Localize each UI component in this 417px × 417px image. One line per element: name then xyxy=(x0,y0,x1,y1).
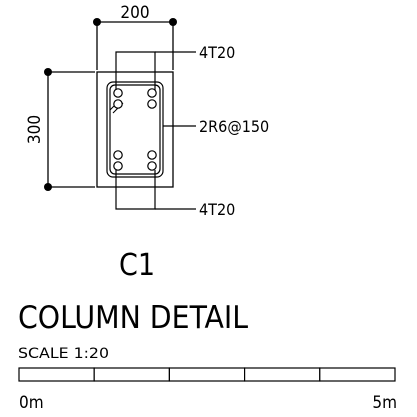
top-bars xyxy=(113,88,157,109)
bottom-reinforcement-leader xyxy=(115,170,196,210)
rebar xyxy=(147,99,157,109)
scale-note: SCALE 1:20 xyxy=(18,346,109,362)
scale-bar-segment xyxy=(244,367,321,382)
column-outline xyxy=(96,71,174,188)
drawing-title: COLUMN DETAIL xyxy=(18,300,248,336)
height-dimension xyxy=(47,71,95,188)
scale-bar xyxy=(18,367,396,382)
link-inner xyxy=(109,84,161,175)
dimension-tick-dot xyxy=(44,183,52,191)
top-reinforcement-leader xyxy=(115,51,196,90)
dimension-tick-dot xyxy=(44,68,52,76)
column-mark: C1 xyxy=(119,248,155,283)
rebar xyxy=(147,88,157,98)
height-dimension-label: 300 xyxy=(25,115,45,144)
dimension-tick-dot xyxy=(169,18,177,26)
scale-bar-end-label: 5m xyxy=(372,393,397,413)
rebar xyxy=(147,150,157,160)
scale-bar-start-label: 0m xyxy=(19,393,44,413)
width-dimension xyxy=(96,21,174,70)
rebar xyxy=(113,99,123,109)
scale-bar-segment xyxy=(168,367,246,382)
rebar xyxy=(147,161,157,171)
width-dimension-label: 200 xyxy=(120,3,149,23)
scale-bar-segment xyxy=(18,367,95,382)
bottom-reinforcement-label: 4T20 xyxy=(199,200,235,219)
link-outer xyxy=(106,81,164,178)
links-label: 2R6@150 xyxy=(199,117,269,136)
rebar xyxy=(113,88,123,98)
dimension-tick-dot xyxy=(93,18,101,26)
rebar xyxy=(113,161,123,171)
bottom-bars xyxy=(113,150,157,171)
scale-bar-segment xyxy=(93,367,170,382)
scale-bar-segment xyxy=(319,367,396,382)
rebar xyxy=(113,150,123,160)
top-reinforcement-label: 4T20 xyxy=(199,43,235,62)
